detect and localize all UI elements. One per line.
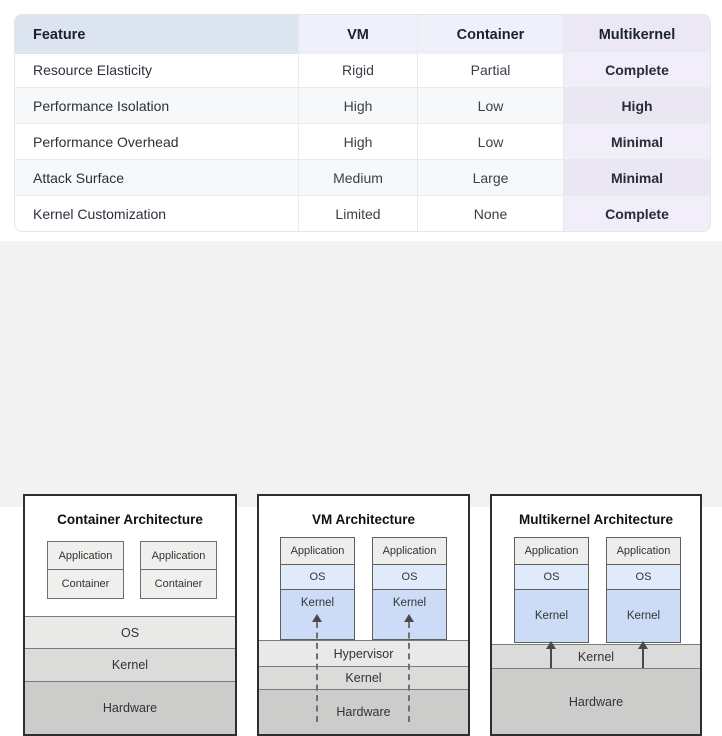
os-box: OS — [515, 565, 588, 590]
multikernel-stack: Application OS Kernel — [514, 537, 589, 643]
column-header-vm: VM — [298, 15, 417, 54]
row-feature-label: Attack Surface — [15, 159, 298, 195]
hardware-layer: Hardware — [259, 689, 468, 734]
application-box: Application — [48, 542, 123, 570]
container-box: Container — [61, 578, 110, 590]
cell-container: Low — [417, 87, 563, 123]
kernel-box: Kernel — [515, 590, 588, 642]
up-arrow-icon — [546, 641, 556, 649]
kernel-box: Kernel — [607, 590, 680, 642]
architecture-diagrams-panel: Container Architecture Application Conta… — [0, 241, 722, 736]
column-header-feature: Feature — [15, 15, 298, 54]
container-box: Container — [154, 578, 203, 590]
application-box: Application — [515, 538, 588, 565]
os-box: OS — [607, 565, 680, 590]
up-arrow-icon — [404, 614, 414, 622]
column-header-container: Container — [417, 15, 563, 54]
cell-container: Partial — [417, 51, 563, 87]
row-feature-label: Performance Isolation — [15, 87, 298, 123]
container-stack: Application Container — [140, 541, 217, 599]
application-box: Application — [281, 538, 354, 565]
comparison-table: Feature VM Container Multikernel Resourc… — [14, 14, 711, 232]
multikernel-architecture-diagram: Multikernel Architecture Application OS … — [490, 494, 702, 736]
up-arrow-icon — [312, 614, 322, 622]
row-feature-label: Kernel Customization — [15, 195, 298, 231]
cell-multikernel: Complete — [563, 51, 710, 87]
cell-vm: Rigid — [298, 51, 417, 87]
cell-container: None — [417, 195, 563, 231]
row-feature-label: Performance Overhead — [15, 123, 298, 159]
container-stack: Application Container — [47, 541, 124, 599]
column-header-multikernel: Multikernel — [563, 15, 710, 54]
application-box: Application — [373, 538, 446, 565]
hypervisor-layer: Hypervisor — [259, 640, 468, 666]
diagram-title: Container Architecture — [57, 512, 203, 527]
hardware-layer: Hardware — [25, 681, 235, 734]
container-architecture-diagram: Container Architecture Application Conta… — [23, 494, 237, 736]
up-arrow-icon — [638, 641, 648, 649]
solid-arrow-line — [642, 649, 644, 668]
layer-stack: Hypervisor Kernel Hardware — [259, 640, 468, 734]
layer-stack: OS Kernel Hardware — [25, 616, 235, 734]
dashed-arrow-line — [408, 622, 410, 722]
cell-vm: High — [298, 87, 417, 123]
dashed-arrow-line — [316, 622, 318, 722]
multikernel-stack: Application OS Kernel — [606, 537, 681, 643]
os-box: OS — [281, 565, 354, 590]
layer-stack: Kernel Hardware — [492, 644, 700, 734]
kernel-layer: Kernel — [25, 648, 235, 681]
diagram-title: Multikernel Architecture — [518, 512, 674, 527]
os-layer: OS — [25, 616, 235, 648]
cell-container: Large — [417, 159, 563, 195]
os-box: OS — [373, 565, 446, 590]
solid-arrow-line — [550, 649, 552, 668]
cell-multikernel: Minimal — [563, 123, 710, 159]
cell-multikernel: Complete — [563, 195, 710, 231]
diagram-title: VM Architecture — [311, 512, 416, 527]
vm-architecture-diagram: VM Architecture Application OS Kernel Ap… — [257, 494, 470, 736]
hardware-layer: Hardware — [492, 668, 700, 734]
cell-container: Low — [417, 123, 563, 159]
cell-multikernel: High — [563, 87, 710, 123]
kernel-layer: Kernel — [492, 644, 700, 668]
cell-multikernel: Minimal — [563, 159, 710, 195]
cell-vm: Medium — [298, 159, 417, 195]
application-box: Application — [607, 538, 680, 565]
application-box: Application — [141, 542, 216, 570]
cell-vm: Limited — [298, 195, 417, 231]
cell-vm: High — [298, 123, 417, 159]
kernel-layer: Kernel — [259, 666, 468, 689]
row-feature-label: Resource Elasticity — [15, 51, 298, 87]
